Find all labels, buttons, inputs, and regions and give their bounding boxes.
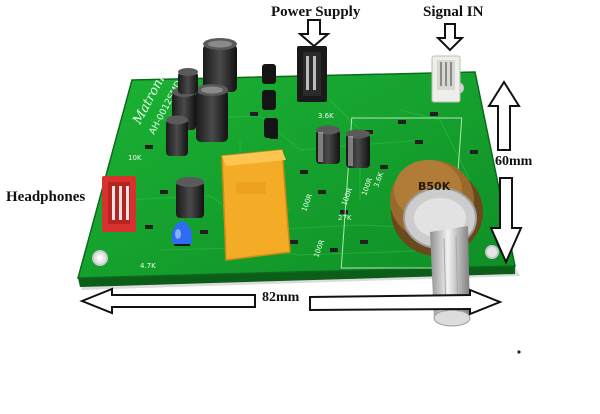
- headphones-label: Headphones: [6, 189, 86, 205]
- capacitor: [196, 84, 228, 142]
- capacitor: [166, 115, 188, 156]
- pot-marking: B50K: [418, 180, 451, 193]
- led: [172, 221, 192, 246]
- signal-in-label: Signal IN: [423, 4, 484, 20]
- transistors: [262, 64, 278, 138]
- width-dimension-label: 82mm: [262, 290, 300, 305]
- power-supply-arrow: [297, 19, 331, 48]
- width-arrow-right: [309, 288, 503, 316]
- signal-in-arrow: [435, 23, 465, 52]
- resistor-mark: 4.7K: [140, 262, 156, 270]
- height-dimension-label: 60mm: [495, 154, 533, 169]
- capacitor: [176, 177, 204, 218]
- relay: [221, 149, 291, 261]
- width-arrow-left: [79, 287, 256, 315]
- potentiometer: B50K: [390, 160, 483, 327]
- electrolytic-capacitors: [166, 38, 370, 218]
- capacitor: [316, 125, 340, 164]
- height-arrow-up: [487, 80, 521, 151]
- signal-in-connector: [431, 55, 461, 103]
- mounting-hole: [485, 245, 499, 259]
- power-supply-connector: [297, 46, 327, 102]
- capacitor: [346, 129, 370, 168]
- annotation-arrows: [79, 19, 523, 316]
- headphones-connector: [102, 176, 136, 232]
- height-arrow-down: [489, 177, 523, 265]
- capacitor: [203, 38, 237, 92]
- capacitor: [178, 68, 198, 94]
- resistor-mark: 10K: [128, 154, 142, 162]
- resistor-mark: 3.6K: [318, 112, 334, 120]
- power-supply-label: Power Supply: [271, 4, 361, 20]
